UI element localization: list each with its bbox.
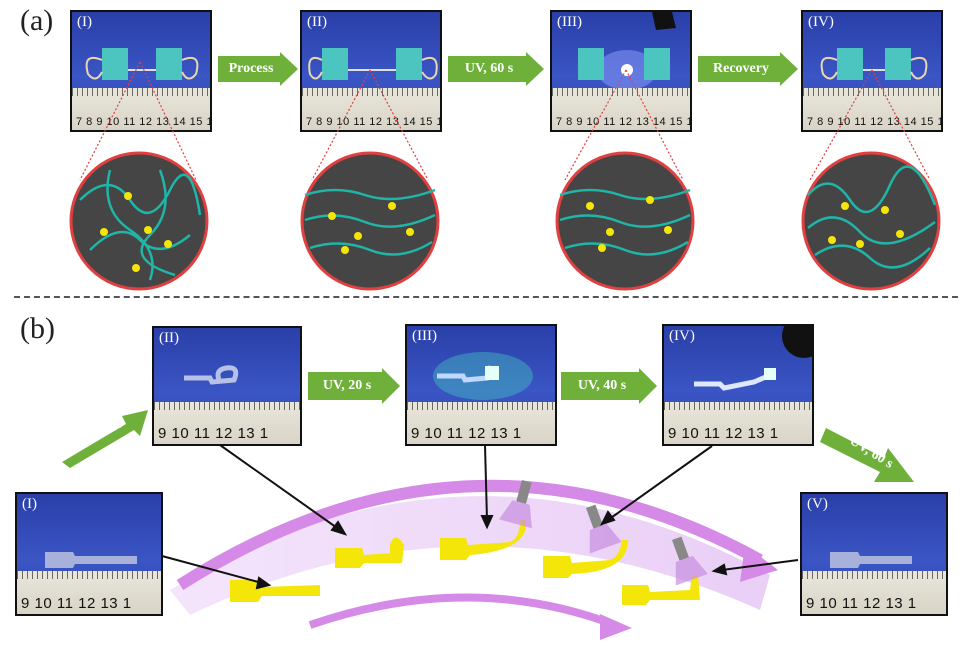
panel-a-label: (a) <box>20 4 54 37</box>
photo-tag: (IV) <box>669 328 695 344</box>
arrow-label: UV, 40 s <box>577 378 627 393</box>
arrow-label: UV, 60 s <box>464 61 514 76</box>
binder-clips-icon <box>820 48 928 80</box>
uv-glow-icon <box>578 12 676 90</box>
sample-strip-icon <box>830 552 912 568</box>
photo-tag: (II) <box>307 14 327 30</box>
arrow-process-b: Process <box>52 404 152 468</box>
binder-clips-icon <box>308 48 438 80</box>
ruler-numbers: 7 8 9 10 11 12 13 14 15 16 17 <box>306 116 440 128</box>
photo-a3: (III) 7 8 9 10 11 12 13 14 15 16 17 <box>550 10 692 132</box>
arrow-label: UV, 20 s <box>322 378 372 393</box>
photo-tag: (I) <box>77 14 92 30</box>
arrow-recovery-a: Recovery <box>698 52 798 86</box>
ruler-numbers: 9 10 11 12 13 1 <box>806 595 917 612</box>
ruler-numbers: 9 10 11 12 13 1 <box>158 425 269 442</box>
ruler-numbers: 7 8 9 10 11 12 13 14 15 16 17 <box>556 116 690 128</box>
section-divider <box>14 296 958 298</box>
photo-a1: (I) 7 8 9 10 11 12 13 14 15 16 17 <box>70 10 212 132</box>
photo-b2: (II) 9 10 11 12 13 1 <box>152 326 302 446</box>
arrow-process-a: Process <box>218 52 298 86</box>
sample-strip-icon <box>184 365 239 385</box>
panel-b-label: (b) <box>20 312 55 345</box>
photo-a4: (IV) 7 8 9 10 11 12 13 14 15 16 17 <box>801 10 943 132</box>
photo-tag: (III) <box>557 14 582 30</box>
arrow-label: Process <box>228 61 274 76</box>
sample-shapes <box>230 520 700 605</box>
arrow-label: Recovery <box>713 61 769 76</box>
uv-glow-icon <box>433 352 533 400</box>
arrow-uv-60-b: UV, 60 s <box>820 418 916 488</box>
photo-tag: (II) <box>159 330 179 346</box>
arrow-uv-20-b: UV, 20 s <box>308 368 400 404</box>
ruler-numbers: 9 10 11 12 13 1 <box>411 425 522 442</box>
uv-glow-icon <box>694 326 812 391</box>
photo-b3: (III) 9 10 11 12 13 1 <box>405 324 557 446</box>
ruler-numbers: 9 10 11 12 13 1 <box>21 595 132 612</box>
network-circle-1 <box>69 151 209 291</box>
network-circle-2 <box>300 151 440 291</box>
ruler-numbers: 9 10 11 12 13 1 <box>668 425 779 442</box>
ruler-numbers: 7 8 9 10 11 12 13 14 15 16 17 <box>76 116 210 128</box>
photo-tag: (V) <box>807 496 828 512</box>
binder-clips-icon <box>85 48 199 80</box>
sample-strip-icon <box>45 552 137 568</box>
photo-tag: (III) <box>412 328 437 344</box>
photo-tag: (IV) <box>808 14 834 30</box>
network-circle-3 <box>555 151 695 291</box>
photo-b5: (V) 9 10 11 12 13 1 <box>800 492 948 616</box>
arrow-uv-60-a: UV, 60 s <box>448 52 544 86</box>
photo-b4: (IV) 9 10 11 12 13 1 <box>662 324 814 446</box>
photo-b1: (I) 9 10 11 12 13 1 <box>15 492 163 616</box>
flashlight-icon <box>499 480 708 586</box>
ruler-numbers: 7 8 9 10 11 12 13 14 15 16 17 <box>807 116 941 128</box>
arrow-uv-40-b: UV, 40 s <box>561 368 657 404</box>
zoom-circles <box>69 61 941 291</box>
photo-tag: (I) <box>22 496 37 512</box>
